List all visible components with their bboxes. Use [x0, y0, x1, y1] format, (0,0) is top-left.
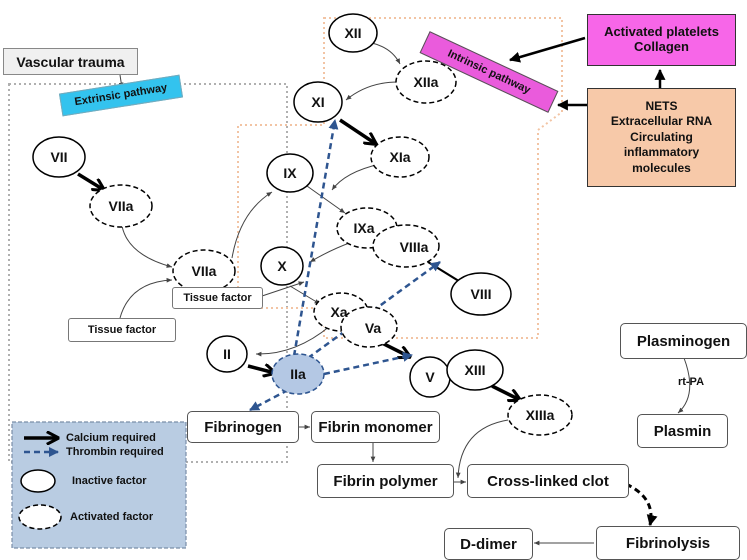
Xa-to-II-arrow	[255, 325, 331, 357]
legend-thrombin-label: Thrombin required	[66, 445, 164, 458]
fibrinogen-box: Fibrinogen	[187, 411, 299, 443]
XIIIa-to-clot-arrow	[455, 419, 509, 479]
XIIa-to-XI-arrow	[345, 81, 399, 101]
factor-VIII-label: VIII	[470, 285, 492, 302]
factor-XIIIa-label: XIIIa	[525, 406, 555, 423]
vascular-trauma-box: Vascular trauma	[3, 48, 138, 75]
VIII-to-VIIIa-ca-arrow	[427, 261, 463, 284]
tissue-factor-to-X-arrow	[261, 281, 305, 297]
factor-IX-node	[266, 153, 314, 193]
fibrin-polymer-box: Fibrin polymer	[317, 464, 454, 498]
factor-VIIa-complex-label: VIIa	[191, 262, 217, 279]
fibrinolysis-box: Fibrinolysis	[596, 526, 740, 560]
factor-XIII-node	[446, 349, 504, 391]
factor-IX-label: IX	[283, 164, 297, 181]
factor-XIa-node	[370, 136, 430, 178]
factor-XII-label: XII	[344, 24, 362, 41]
legend-inactive-label: Inactive factor	[72, 474, 147, 487]
factor-Xa-label: Xa	[330, 303, 348, 320]
factor-XIa-label: XIa	[389, 148, 411, 165]
factor-XIIa-node	[395, 60, 457, 104]
factor-XIII-label: XIII	[464, 361, 486, 378]
factor-II-node	[206, 335, 248, 373]
XIII-to-XIIIa-ca-arrow	[491, 384, 520, 400]
factor-XII-node	[328, 13, 378, 53]
rt-pa-label: rt-PA	[677, 375, 705, 388]
factor-VIIa-node	[89, 184, 153, 228]
legend-activated-ellipse	[18, 504, 62, 530]
platelets-to-intrinsic-arrow	[508, 36, 586, 63]
XII-to-XIIa-arrow	[371, 42, 401, 65]
intrinsic-region-border	[237, 17, 563, 339]
plasminogen-box: Plasminogen	[620, 323, 747, 359]
XI-to-XIa-ca-arrow	[339, 118, 376, 144]
IIa-to-fibrinogen-thrombin-arrow	[249, 388, 289, 412]
factor-XIIa-label: XIIa	[413, 73, 439, 90]
VIIa-to-IX-arrow	[231, 191, 273, 259]
tissue-factor-to-VIIa-arrow	[119, 277, 173, 319]
cross-linked-clot-box: Cross-linked clot	[467, 464, 629, 498]
legend-calcium-label: Calcium required	[66, 431, 156, 444]
factor-IXa-label: IXa	[353, 219, 375, 236]
factor-V-label: V	[425, 368, 435, 385]
activated-platelets-collagen-box: Activated platelets Collagen	[587, 14, 736, 66]
factor-VIII-node	[450, 272, 512, 316]
clot-to-fibrinolysis-dashed-arrow	[625, 482, 658, 527]
factor-VIIIa-label: VIIIa	[399, 238, 429, 255]
II-to-IIa-ca-arrow	[247, 366, 275, 373]
factor-X-label: X	[277, 257, 287, 274]
IXa-to-X-arrow	[309, 241, 353, 263]
tissue-factor-complex-box: Tissue factor	[172, 287, 263, 309]
factor-VIIa-label: VIIa	[108, 197, 134, 214]
factor-Va-label: Va	[364, 319, 382, 336]
nets-inflammatory-box: NETS Extracellular RNA Circulating infla…	[587, 88, 736, 187]
factor-IIa-label: IIa	[290, 365, 306, 382]
factor-XI-node	[293, 81, 343, 123]
plasminogen-to-plasmin-arrow	[677, 357, 691, 414]
factor-VII-node	[32, 136, 86, 178]
fibrin-monomer-box: Fibrin monomer	[311, 411, 440, 443]
VIIa-to-VIIa-arrow	[121, 225, 173, 268]
tissue-factor-box: Tissue factor	[68, 318, 176, 342]
factor-VIIIa-node	[372, 224, 440, 268]
factor-Va-node	[340, 306, 398, 348]
factor-X-node	[260, 246, 304, 286]
factor-XIIIa-node	[507, 394, 573, 436]
IX-to-IXa-arrow	[306, 185, 346, 214]
d-dimer-box: D-dimer	[444, 528, 533, 560]
legend-inactive-ellipse	[20, 469, 56, 493]
factor-XI-label: XI	[311, 93, 325, 110]
IIa-to-V-thrombin-arrow	[323, 352, 413, 376]
factor-II-label: II	[223, 345, 231, 362]
legend-activated-label: Activated factor	[70, 510, 154, 523]
VII-to-VIIa-ca-arrow	[77, 172, 104, 190]
plasmin-box: Plasmin	[637, 414, 728, 448]
factor-VII-label: VII	[50, 148, 68, 165]
factor-IIa-node	[271, 353, 325, 395]
